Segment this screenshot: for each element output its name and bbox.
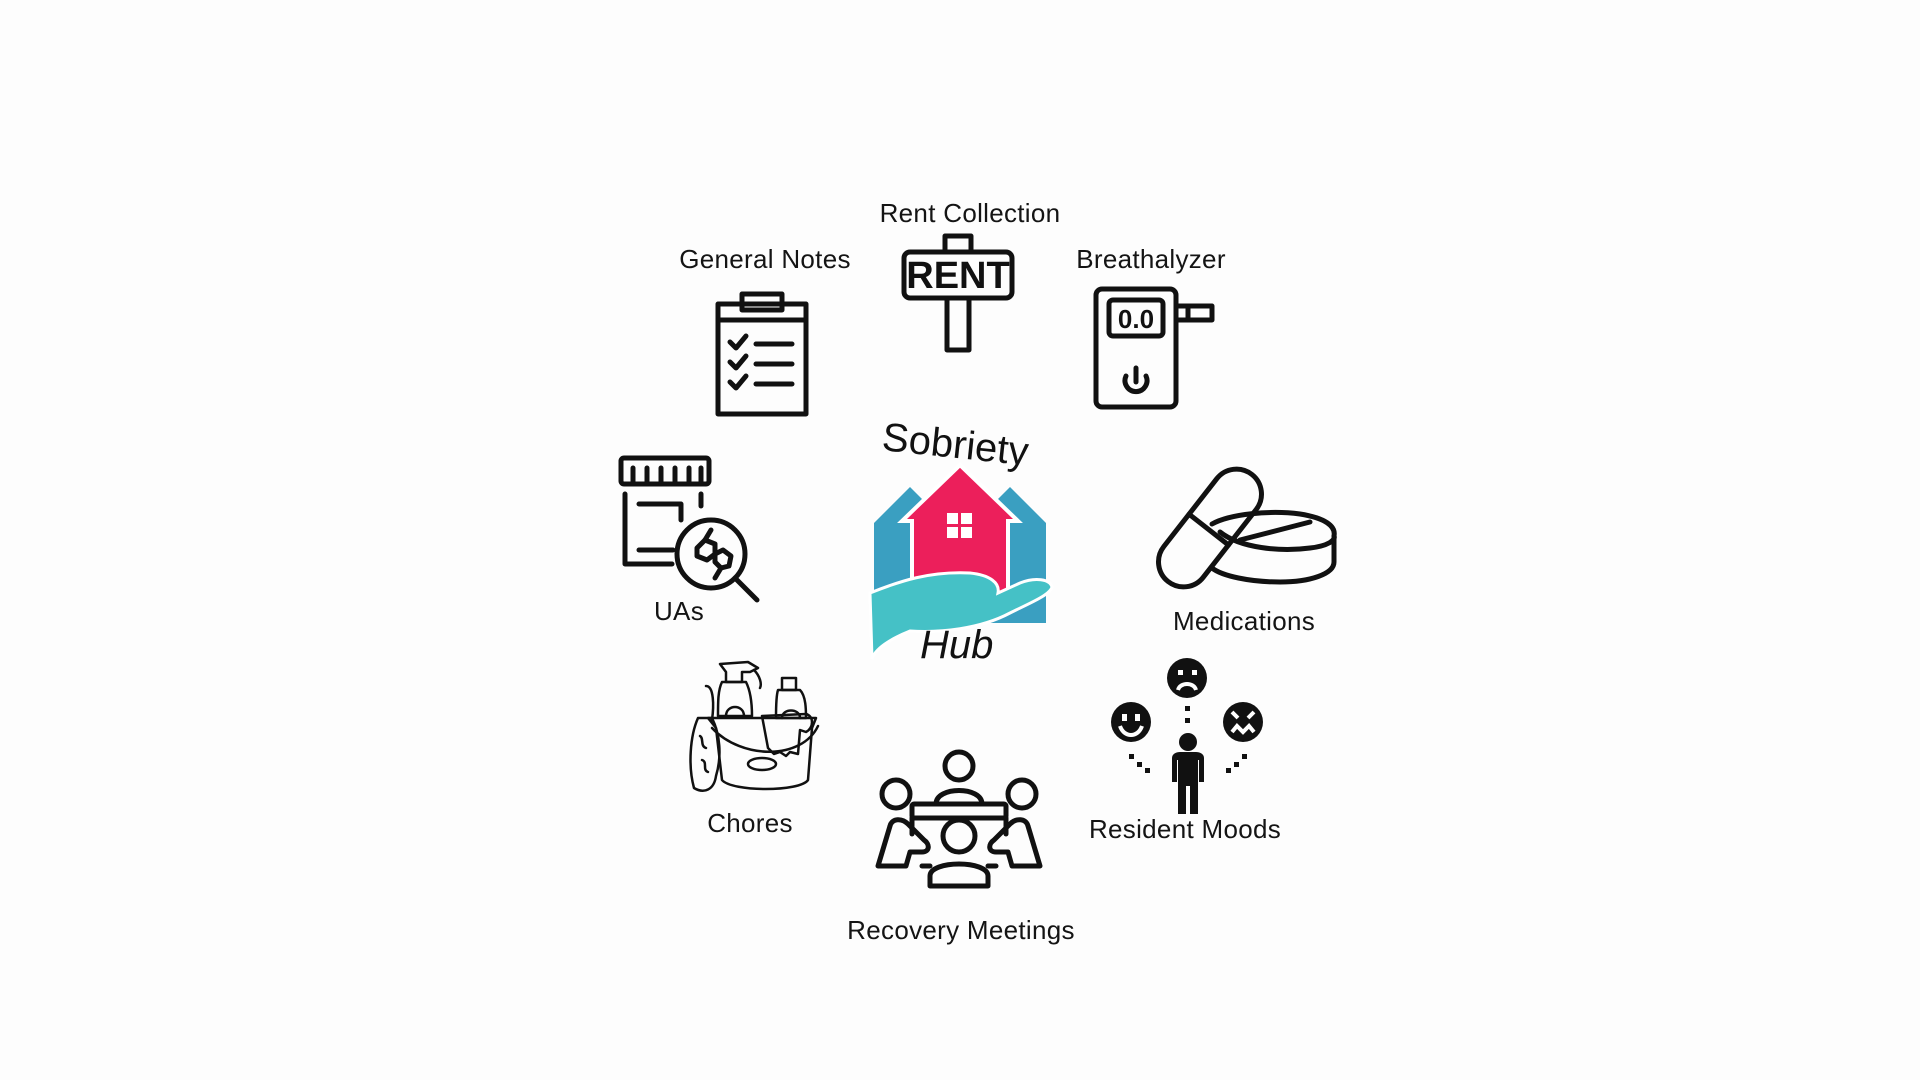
sad-face-icon — [1167, 658, 1207, 698]
angry-face-icon — [1223, 702, 1263, 742]
clipboard-checklist-icon — [715, 291, 809, 417]
happy-face-icon — [1111, 702, 1151, 742]
breathalyzer-icon: 0.0 — [1093, 286, 1215, 410]
uas-label: UAs — [653, 596, 705, 626]
house-hand-icon — [868, 462, 1054, 660]
urine-test-cup-icon — [618, 455, 760, 603]
chores-label: Chores — [707, 808, 793, 838]
breathalyzer-label: Breathalyzer — [1076, 244, 1226, 274]
pills-icon — [1156, 466, 1337, 590]
logo-bottom-text: Hub — [920, 623, 994, 667]
medications-label: Medications — [1172, 606, 1316, 636]
meeting-group-icon — [875, 749, 1043, 889]
cleaning-bucket-icon — [689, 660, 820, 792]
resident-moods-label: Resident Moods — [1088, 814, 1282, 844]
rent-collection-label: Rent Collection — [879, 198, 1061, 228]
breathalyzer-display: 0.0 — [1118, 304, 1154, 334]
rent-sign-text: RENT — [906, 255, 1009, 297]
resident-moods-icon — [1111, 658, 1263, 814]
recovery-meetings-label: Recovery Meetings — [847, 915, 1075, 945]
general-notes-label: General Notes — [679, 244, 851, 274]
rent-sign-icon: RENT — [901, 233, 1015, 353]
sobriety-hub-logo: Sobriety Hub — [860, 415, 1060, 675]
